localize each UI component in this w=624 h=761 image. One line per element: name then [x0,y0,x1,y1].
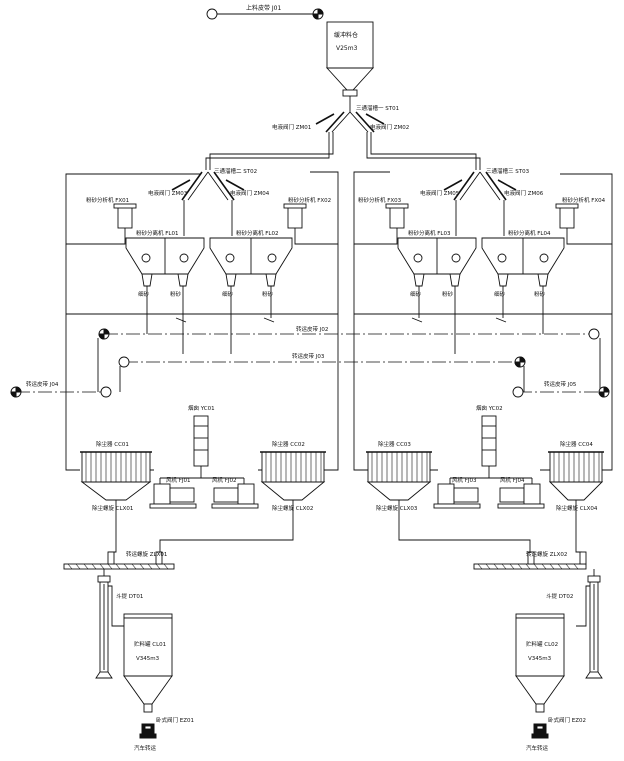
label-cc03: 除尘器 CC03 [378,440,411,448]
label-clx01: 除尘螺旋 CLX01 [92,504,133,512]
label-yc02: 烟囱 YC02 [476,404,503,412]
label-st01: 三通溜槽一 ST01 [356,104,399,112]
elevator-dt02: 斗提 DT02 [546,569,603,679]
label-zm02: 电液阀门 ZM02 [370,123,409,131]
label-sand-2: 细砂 [222,290,234,298]
label-fx01: 粉砂分析机 FX01 [86,196,129,204]
truck-1: 汽车转运 [134,723,157,752]
label-zm05: 电液阀门 ZM05 [420,189,460,197]
label-fj04: 风机 FJ04 [500,476,525,484]
label-cl01: 贮料罐 CL01 [134,640,166,648]
fans: 风机 FJ01 风机 FJ02 风机 FJ03 风机 FJ04 [149,476,545,509]
screw-zlx02: 转运螺旋 ZLX02 [473,550,587,570]
label-sand-1: 细砂 [138,290,150,298]
label-zm04: 电液阀门 ZM04 [230,189,270,197]
label-j02: 转运皮带 J02 [296,325,328,333]
label-fx03: 粉砂分析机 FX03 [358,196,402,204]
fan-fj04 [497,483,545,509]
label-buffer-name: 缓冲料仓 [334,31,358,39]
label-j01: 上料皮带 J01 [246,4,281,12]
label-st02: 三通溜槽二 ST02 [214,167,257,175]
label-truck-1: 汽车转运 [134,744,157,752]
label-ez02: 卧式阀门 EZ02 [548,716,586,724]
label-fj02: 风机 FJ02 [212,476,237,484]
label-powder-3: 粉砂 [442,290,454,298]
label-dt01: 斗提 DT01 [116,592,143,600]
belt-j03: 转运皮带 J03 [118,352,526,368]
label-fl02: 粉砂分离机 FL02 [236,229,278,237]
label-zm03: 电液阀门 ZM03 [148,189,188,197]
label-clx04: 除尘螺旋 CLX04 [556,504,598,512]
label-ez01: 卧式阀门 EZ01 [156,716,194,724]
buffer-hopper: 缓冲料仓 V25m3 [325,21,375,97]
label-yc01: 烟囱 YC01 [188,404,215,412]
label-zm06: 电液阀门 ZM06 [504,189,544,197]
label-clx03: 除尘螺旋 CLX03 [376,504,418,512]
tank-cl02: 贮料罐 CL02 V345m3 [515,613,565,713]
label-st03: 三通溜槽三 ST03 [486,167,530,175]
label-j04: 转运皮带 J04 [26,380,59,388]
label-fx02: 粉砂分析机 FX02 [288,196,331,204]
label-fj03: 风机 FJ03 [452,476,477,484]
separator-fl01 [125,237,205,287]
truck-2: 汽车转运 [526,723,549,752]
left-separation-module: 三通溜槽二 ST02 电液阀门 ZM03 电液阀门 ZM04 粉砂分析机 FX0… [65,167,339,471]
label-cl01-vol: V345m3 [136,656,160,662]
belt-j01: 上料皮带 J01 [206,4,324,20]
label-cc01: 除尘器 CC01 [96,440,129,448]
separator-fl04 [481,237,565,287]
tank-cl01: 贮料罐 CL01 V345m3 [123,613,173,713]
label-powder-1: 粉砂 [170,290,182,298]
fan-fj01 [149,483,197,509]
label-powder-2: 粉砂 [262,290,274,298]
label-buffer-vol: V25m3 [336,45,358,52]
label-cc04: 除尘器 CC04 [560,440,593,448]
fan-fj02 [211,483,259,509]
label-powder-4: 粉砂 [534,290,546,298]
collector-cc01 [80,451,152,501]
right-separation-module: 三通溜槽三 ST03 电液阀门 ZM05 电液阀门 ZM06 粉砂分析机 FX0… [353,167,613,471]
label-zm01: 电液阀门 ZM01 [272,123,311,131]
label-j05: 转运皮带 J05 [544,380,577,388]
collector-cc03 [366,451,432,501]
label-sand-4: 细砂 [494,290,506,298]
collector-cc04 [548,451,604,501]
belt-j02: 转运皮带 J02 [98,325,600,340]
label-dt02: 斗提 DT02 [546,592,573,600]
belt-j05: 转运皮带 J05 [512,380,610,398]
collector-cc02 [260,451,326,501]
label-j03: 转运皮带 J03 [292,352,325,360]
chimney-yc01: 烟囱 YC01 [188,404,215,467]
chimney-yc02: 烟囱 YC02 [476,404,503,467]
separator-fl03 [397,237,477,287]
dust-collectors: 除尘器 CC01 除尘器 CC02 除尘器 CC03 除尘器 CC04 除尘螺旋… [80,440,604,512]
fan-fj03 [433,483,481,509]
screw-zlx01: 转运螺旋 ZLX01 [63,550,175,570]
separator-fl02 [209,237,293,287]
label-fl01: 粉砂分离机 FL01 [136,229,178,237]
chute-st01: 三通溜槽一 ST01 电液阀门 ZM01 电液阀门 ZM02 [272,96,409,133]
label-truck-2: 汽车转运 [526,744,549,752]
label-fx04: 粉砂分析机 FX04 [562,196,606,204]
label-fl03: 粉砂分离机 FL03 [408,229,451,237]
label-zlx02: 转运螺旋 ZLX02 [526,550,567,558]
label-zlx01: 转运螺旋 ZLX01 [126,550,167,558]
label-cl02-vol: V345m3 [528,656,552,662]
elevator-dt01: 斗提 DT01 [95,569,143,679]
label-fl04: 粉砂分离机 FL04 [508,229,551,237]
belt-j04: 转运皮带 J04 [10,380,112,398]
label-fj01: 风机 FJ01 [166,476,191,484]
label-cl02: 贮料罐 CL02 [526,640,558,648]
label-sand-3: 细砂 [410,290,422,298]
label-cc02: 除尘器 CC02 [272,440,305,448]
